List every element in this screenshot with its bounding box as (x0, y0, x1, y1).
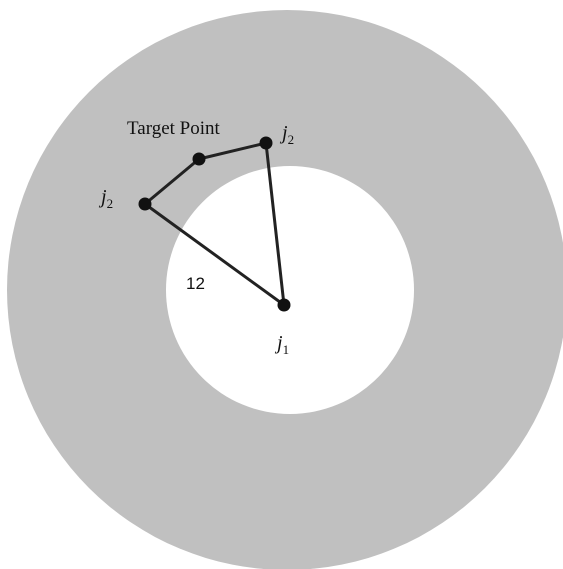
target-point-marker (192, 152, 206, 166)
link-base-to-left-elbow (143, 202, 286, 307)
upper-elbow-joint (259, 136, 273, 150)
upper-elbow-label: j2 (279, 122, 294, 147)
link-upper-elbow-to-target (197, 141, 268, 161)
target-point-label: Target Point (127, 118, 221, 139)
link-length-label: 12 (186, 274, 205, 293)
left-elbow-label-sub: 2 (107, 196, 114, 211)
base-joint-label-main: j (274, 332, 283, 354)
upper-elbow-label-sub: 2 (288, 132, 295, 147)
base-joint (277, 298, 291, 312)
base-joint-label-sub: 1 (283, 342, 290, 357)
base-joint-label: j1 (274, 332, 289, 357)
link-base-to-upper-elbow (264, 141, 286, 307)
inner-workspace-hole (166, 166, 414, 414)
link-left-elbow-to-target (143, 157, 201, 206)
upper-elbow-label-main: j (279, 122, 288, 144)
left-elbow-joint (138, 197, 152, 211)
left-elbow-label: j2 (98, 186, 113, 211)
left-elbow-label-main: j (98, 186, 107, 208)
